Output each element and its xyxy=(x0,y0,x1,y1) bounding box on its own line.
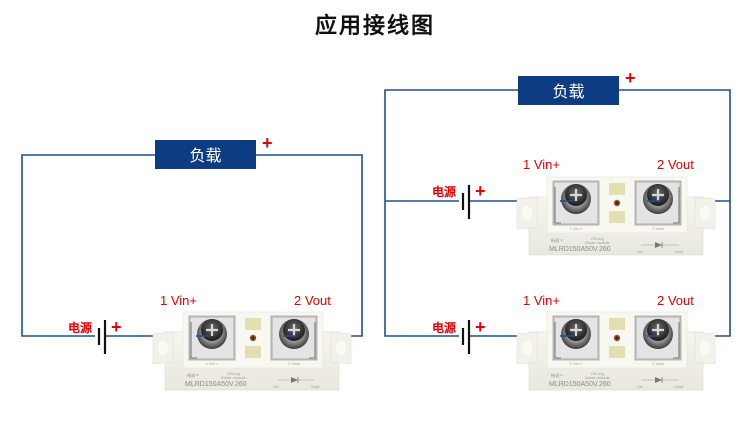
module-subtitle-1: OR-ing xyxy=(227,371,240,376)
module-subtitle-1: OR-ing xyxy=(591,236,604,241)
module-pin2-mark: 2 Vout xyxy=(652,226,664,231)
terminal-1-label: 1 Vin+ xyxy=(160,293,197,308)
page-title: 应用接线图 xyxy=(314,14,435,39)
wire-right-left-rail xyxy=(384,89,518,337)
wire-left-loop xyxy=(21,154,155,337)
module-brand: 畅通™ xyxy=(551,237,563,243)
diode-module-lower: 1 Vin + 2 Vout 畅通™ OR-ing Diode module M… xyxy=(515,310,717,392)
module-vin-mark: Vin xyxy=(637,384,643,389)
module-subtitle-2: Diode module xyxy=(585,375,610,380)
module-vout-mark: Vout xyxy=(675,249,684,254)
load-plus-sign-right: + xyxy=(625,68,636,88)
terminal-1-label-upper: 1 Vin+ xyxy=(523,157,560,172)
terminal-2-label: 2 Vout xyxy=(294,293,331,308)
diode-module: 1 Vin + 2 Vout 畅通™ OR-ing Diode module M… xyxy=(151,310,353,392)
battery1-plus-sign: + xyxy=(475,181,486,201)
module-vout-mark: Vout xyxy=(675,384,684,389)
module-model: MLRD150A50V.260 xyxy=(549,381,611,388)
module-pin2-mark: 2 Vout xyxy=(288,361,300,366)
load-label-right: 负载 xyxy=(552,82,584,101)
load-label: 负载 xyxy=(189,146,221,165)
battery2-plus-sign: + xyxy=(475,317,486,337)
circuit-single: 负载 + 电源 + 1 Vin+ 2 Vout 1 Vin + 2 Vout 畅… xyxy=(21,133,363,392)
load-plus-sign: + xyxy=(262,133,273,153)
module-pin2-mark: 2 Vout xyxy=(652,361,664,366)
terminal-1-label-lower: 1 Vin+ xyxy=(523,293,560,308)
module-subtitle-1: OR-ing xyxy=(591,371,604,376)
load-box xyxy=(155,140,256,169)
terminal-2-label-upper: 2 Vout xyxy=(657,157,694,172)
module-vout-mark: Vout xyxy=(311,384,320,389)
module-brand: 畅通™ xyxy=(187,372,199,378)
load-box-right xyxy=(518,76,619,105)
diode-module-upper: 1 Vin + 2 Vout 畅通™ OR-ing Diode module M… xyxy=(515,175,717,257)
circuit-parallel: 负载 + 电源 + 电源 + 1 Vin+ 2 Vout 1 Vin+ 2 Vo… xyxy=(384,68,731,392)
module-model: MLRD150A50V.260 xyxy=(185,381,247,388)
module-brand: 畅通™ xyxy=(551,372,563,378)
diode-symbol-icon xyxy=(641,377,679,383)
module-vin-mark: Vin xyxy=(637,249,643,254)
module-subtitle-2: Diode module xyxy=(221,375,246,380)
terminal-2-label-lower: 2 Vout xyxy=(657,293,694,308)
module-pin1-mark: 1 Vin + xyxy=(206,361,219,366)
diode-symbol-icon xyxy=(641,242,679,248)
power-label: 电源 xyxy=(68,320,92,335)
module-pin1-mark: 1 Vin + xyxy=(570,226,583,231)
power-label-1: 电源 xyxy=(432,184,456,199)
wire-load-to-vout xyxy=(256,154,363,337)
module-vin-mark: Vin xyxy=(273,384,279,389)
diode-symbol-icon xyxy=(277,377,315,383)
battery-plus-sign: + xyxy=(111,317,122,337)
module-model: MLRD150A50V.260 xyxy=(549,246,611,253)
module-pin1-mark: 1 Vin + xyxy=(570,361,583,366)
power-label-2: 电源 xyxy=(432,320,456,335)
module-subtitle-2: Diode module xyxy=(585,240,610,245)
